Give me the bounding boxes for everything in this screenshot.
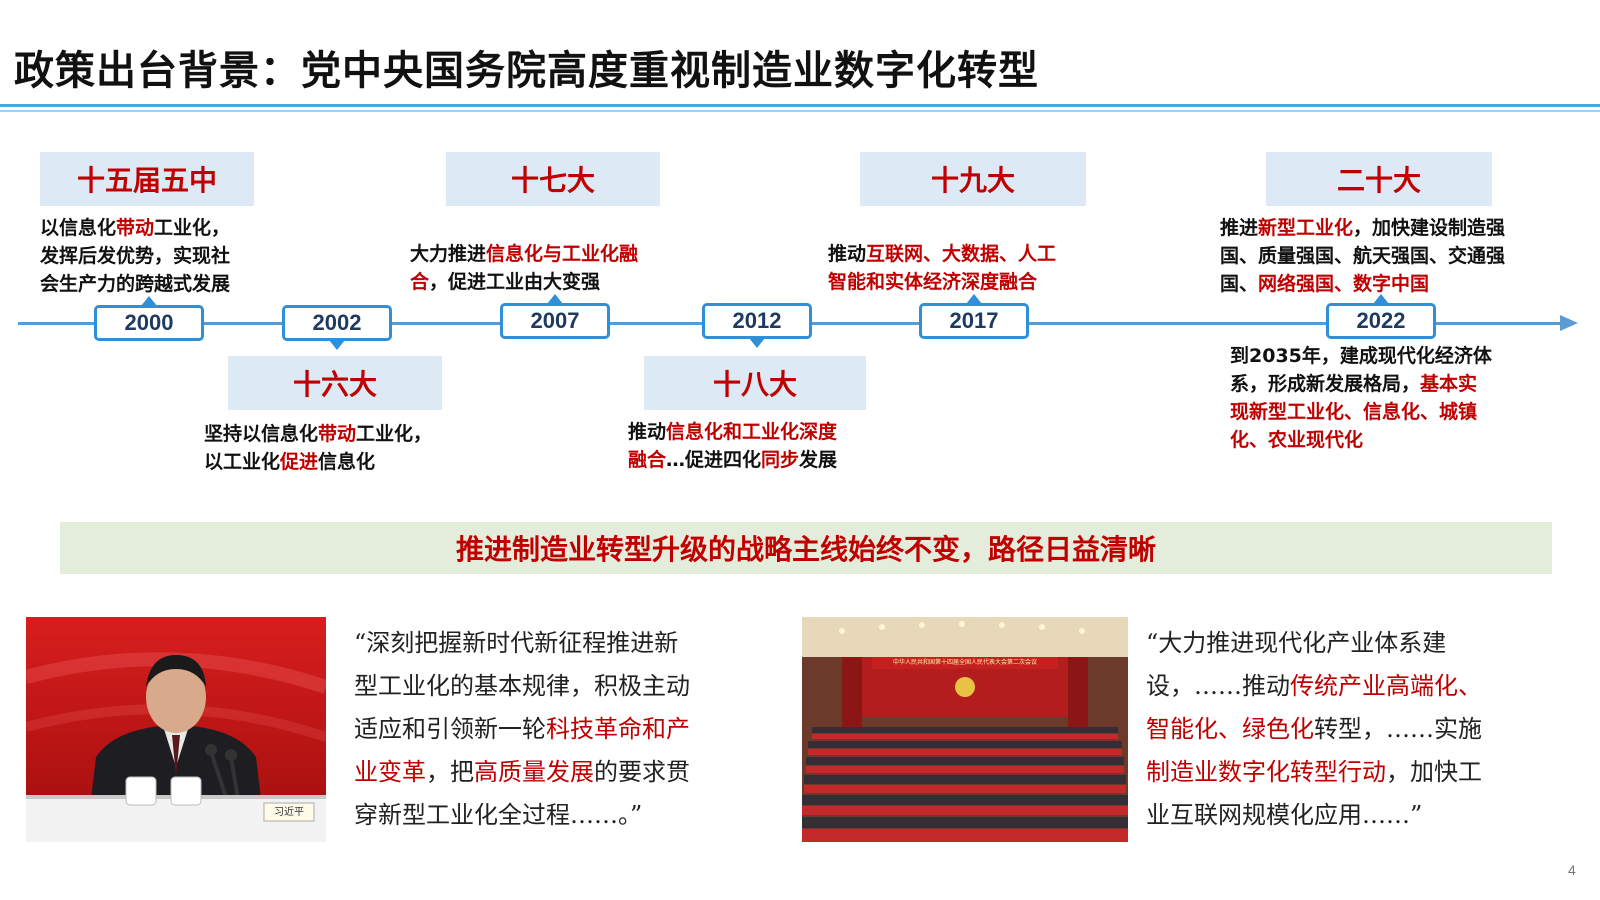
congress-hall-photo: 中华人民共和国第十四届全国人民代表大会第二次会议 bbox=[802, 617, 1128, 842]
highlight-text: 网络强国、数字中国 bbox=[1258, 273, 1430, 295]
highlight-text: 融合 bbox=[628, 449, 667, 471]
highlight-text: 高质量发展 bbox=[474, 758, 594, 786]
key-message-banner: 推进制造业转型升级的战略主线始终不变，路径日益清晰 bbox=[60, 522, 1552, 574]
text-segment: 的要求贯 bbox=[594, 758, 690, 786]
event-label-2012: 十八大 bbox=[644, 356, 866, 410]
event-desc-2012: 推动信息化和工业化深度融合…促进四化同步发展 bbox=[628, 418, 918, 474]
highlight-text: 带动 bbox=[116, 217, 155, 239]
speaker-photo: 习近平 bbox=[26, 617, 326, 842]
event-desc-2000: 以信息化带动工业化， 发挥后发优势，实现社会生产力的跨越式发展 bbox=[40, 214, 270, 298]
highlight-text: 互联网、大数据、人工 bbox=[866, 243, 1057, 265]
timeline-arrow-icon bbox=[1560, 315, 1578, 331]
event-label-2000: 十五届五中 bbox=[40, 152, 254, 206]
highlight-text: 带动 bbox=[318, 423, 357, 445]
text-segment: 推动 bbox=[628, 421, 667, 443]
highlight-text: 基本实 bbox=[1420, 373, 1478, 395]
highlight-text: 化、农业现代化 bbox=[1230, 429, 1364, 451]
text-segment: 设，……推动 bbox=[1146, 672, 1290, 700]
highlight-text: 合 bbox=[410, 271, 430, 293]
year-badge-2017: 2017 bbox=[919, 294, 1029, 339]
text-segment: “深刻把握新时代新征程推进新 bbox=[354, 629, 679, 657]
text-segment: 推进 bbox=[1220, 217, 1259, 239]
text-segment: 会生产力的跨越式发展 bbox=[40, 273, 231, 295]
highlight-text: 促进 bbox=[280, 451, 319, 473]
text-segment: 工业化， bbox=[356, 423, 433, 445]
text-segment: 穿新型工业化全过程……。” bbox=[354, 801, 643, 829]
text-segment: 工业化， bbox=[154, 217, 231, 239]
highlight-text: 现新型工业化、信息化、城镇 bbox=[1230, 401, 1478, 423]
stage-banner-text: 中华人民共和国第十四届全国人民代表大会第二次会议 bbox=[892, 659, 1037, 666]
event-desc-2017: 推动互联网、大数据、人工智能和实体经济深度融合 bbox=[828, 240, 1148, 296]
title-underline bbox=[0, 104, 1600, 107]
text-segment: 型工业化的基本规律，积极主动 bbox=[354, 672, 690, 700]
highlight-text: 智能化、绿色化 bbox=[1146, 715, 1314, 743]
text-segment: ，加快工 bbox=[1386, 758, 1482, 786]
page-number: 4 bbox=[1568, 862, 1576, 878]
event-desc-2002: 坚持以信息化带动工业化， 以工业化促进信息化 bbox=[204, 420, 504, 476]
text-segment: 到2035年，建成现代化经济体 bbox=[1230, 345, 1492, 367]
text-segment: ，加快建设制造强 bbox=[1353, 217, 1506, 239]
text-segment: 发挥后发优势，实现社 bbox=[40, 245, 231, 267]
text-segment: 业互联网规模化应用……” bbox=[1146, 801, 1423, 829]
text-segment: 转型，……实施 bbox=[1314, 715, 1482, 743]
text-segment: 以信息化 bbox=[40, 217, 117, 239]
text-segment: 国、质量强国、航天强国、交通强 bbox=[1220, 245, 1506, 267]
event-label-2002: 十六大 bbox=[228, 356, 442, 410]
text-segment: 以工业化 bbox=[204, 451, 281, 473]
event-desc-2007: 大力推进信息化与工业化融合，促进工业由大变强 bbox=[410, 240, 720, 296]
text-segment: 信息化 bbox=[318, 451, 376, 473]
highlight-text: 科技革命和产 bbox=[546, 715, 690, 743]
year-badge-2002: 2002 bbox=[282, 305, 392, 350]
text-segment: 系，形成新发展格局， bbox=[1230, 373, 1421, 395]
year-badge-2007: 2007 bbox=[500, 294, 610, 339]
year-badge-2000: 2000 bbox=[94, 296, 204, 341]
text-segment: ，促进工业由大变强 bbox=[429, 271, 601, 293]
highlight-text: 业变革 bbox=[354, 758, 426, 786]
text-segment: 推动 bbox=[828, 243, 867, 265]
text-segment: 大力推进 bbox=[410, 243, 487, 265]
highlight-text: 信息化和工业化深度 bbox=[666, 421, 838, 443]
highlight-text: 智能和实体经济深度融合 bbox=[828, 271, 1038, 293]
text-segment: “大力推进现代化产业体系建 bbox=[1146, 629, 1447, 657]
highlight-text: 制造业数字化转型行动 bbox=[1146, 758, 1386, 786]
event-desc-2022-bottom: 到2035年，建成现代化经济体系，形成新发展格局，基本实现新型工业化、信息化、城… bbox=[1230, 342, 1550, 454]
text-segment: 发展 bbox=[799, 449, 838, 471]
event-desc-2022-top: 推进新型工业化，加快建设制造强国、质量强国、航天强国、交通强国、网络强国、数字中… bbox=[1220, 214, 1560, 298]
year-badge-2022: 2022 bbox=[1326, 294, 1436, 339]
nameplate-label: 习近平 bbox=[274, 807, 304, 818]
highlight-text: 新型工业化 bbox=[1258, 217, 1354, 239]
page-title: 政策出台背景：党中央国务院高度重视制造业数字化转型 bbox=[14, 48, 1039, 94]
event-label-2017: 十九大 bbox=[860, 152, 1086, 206]
highlight-text: 信息化与工业化融 bbox=[486, 243, 639, 265]
highlight-text: 同步 bbox=[761, 449, 800, 471]
text-segment: 适应和引领新一轮 bbox=[354, 715, 546, 743]
year-badge-2012: 2012 bbox=[702, 303, 812, 348]
highlight-text: 传统产业高端化、 bbox=[1290, 672, 1482, 700]
text-segment: 国、 bbox=[1220, 273, 1259, 295]
title-underline-light bbox=[0, 110, 1600, 112]
text-segment: …促进四化 bbox=[666, 449, 762, 471]
event-label-2022: 二十大 bbox=[1266, 152, 1492, 206]
quote-left: “深刻把握新时代新征程推进新型工业化的基本规律，积极主动适应和引领新一轮科技革命… bbox=[354, 622, 774, 837]
quote-right: “大力推进现代化产业体系建设，……推动传统产业高端化、智能化、绿色化转型，……实… bbox=[1146, 622, 1576, 837]
event-label-2007: 十七大 bbox=[446, 152, 660, 206]
text-segment: ，把 bbox=[426, 758, 474, 786]
text-segment: 坚持以信息化 bbox=[204, 423, 319, 445]
